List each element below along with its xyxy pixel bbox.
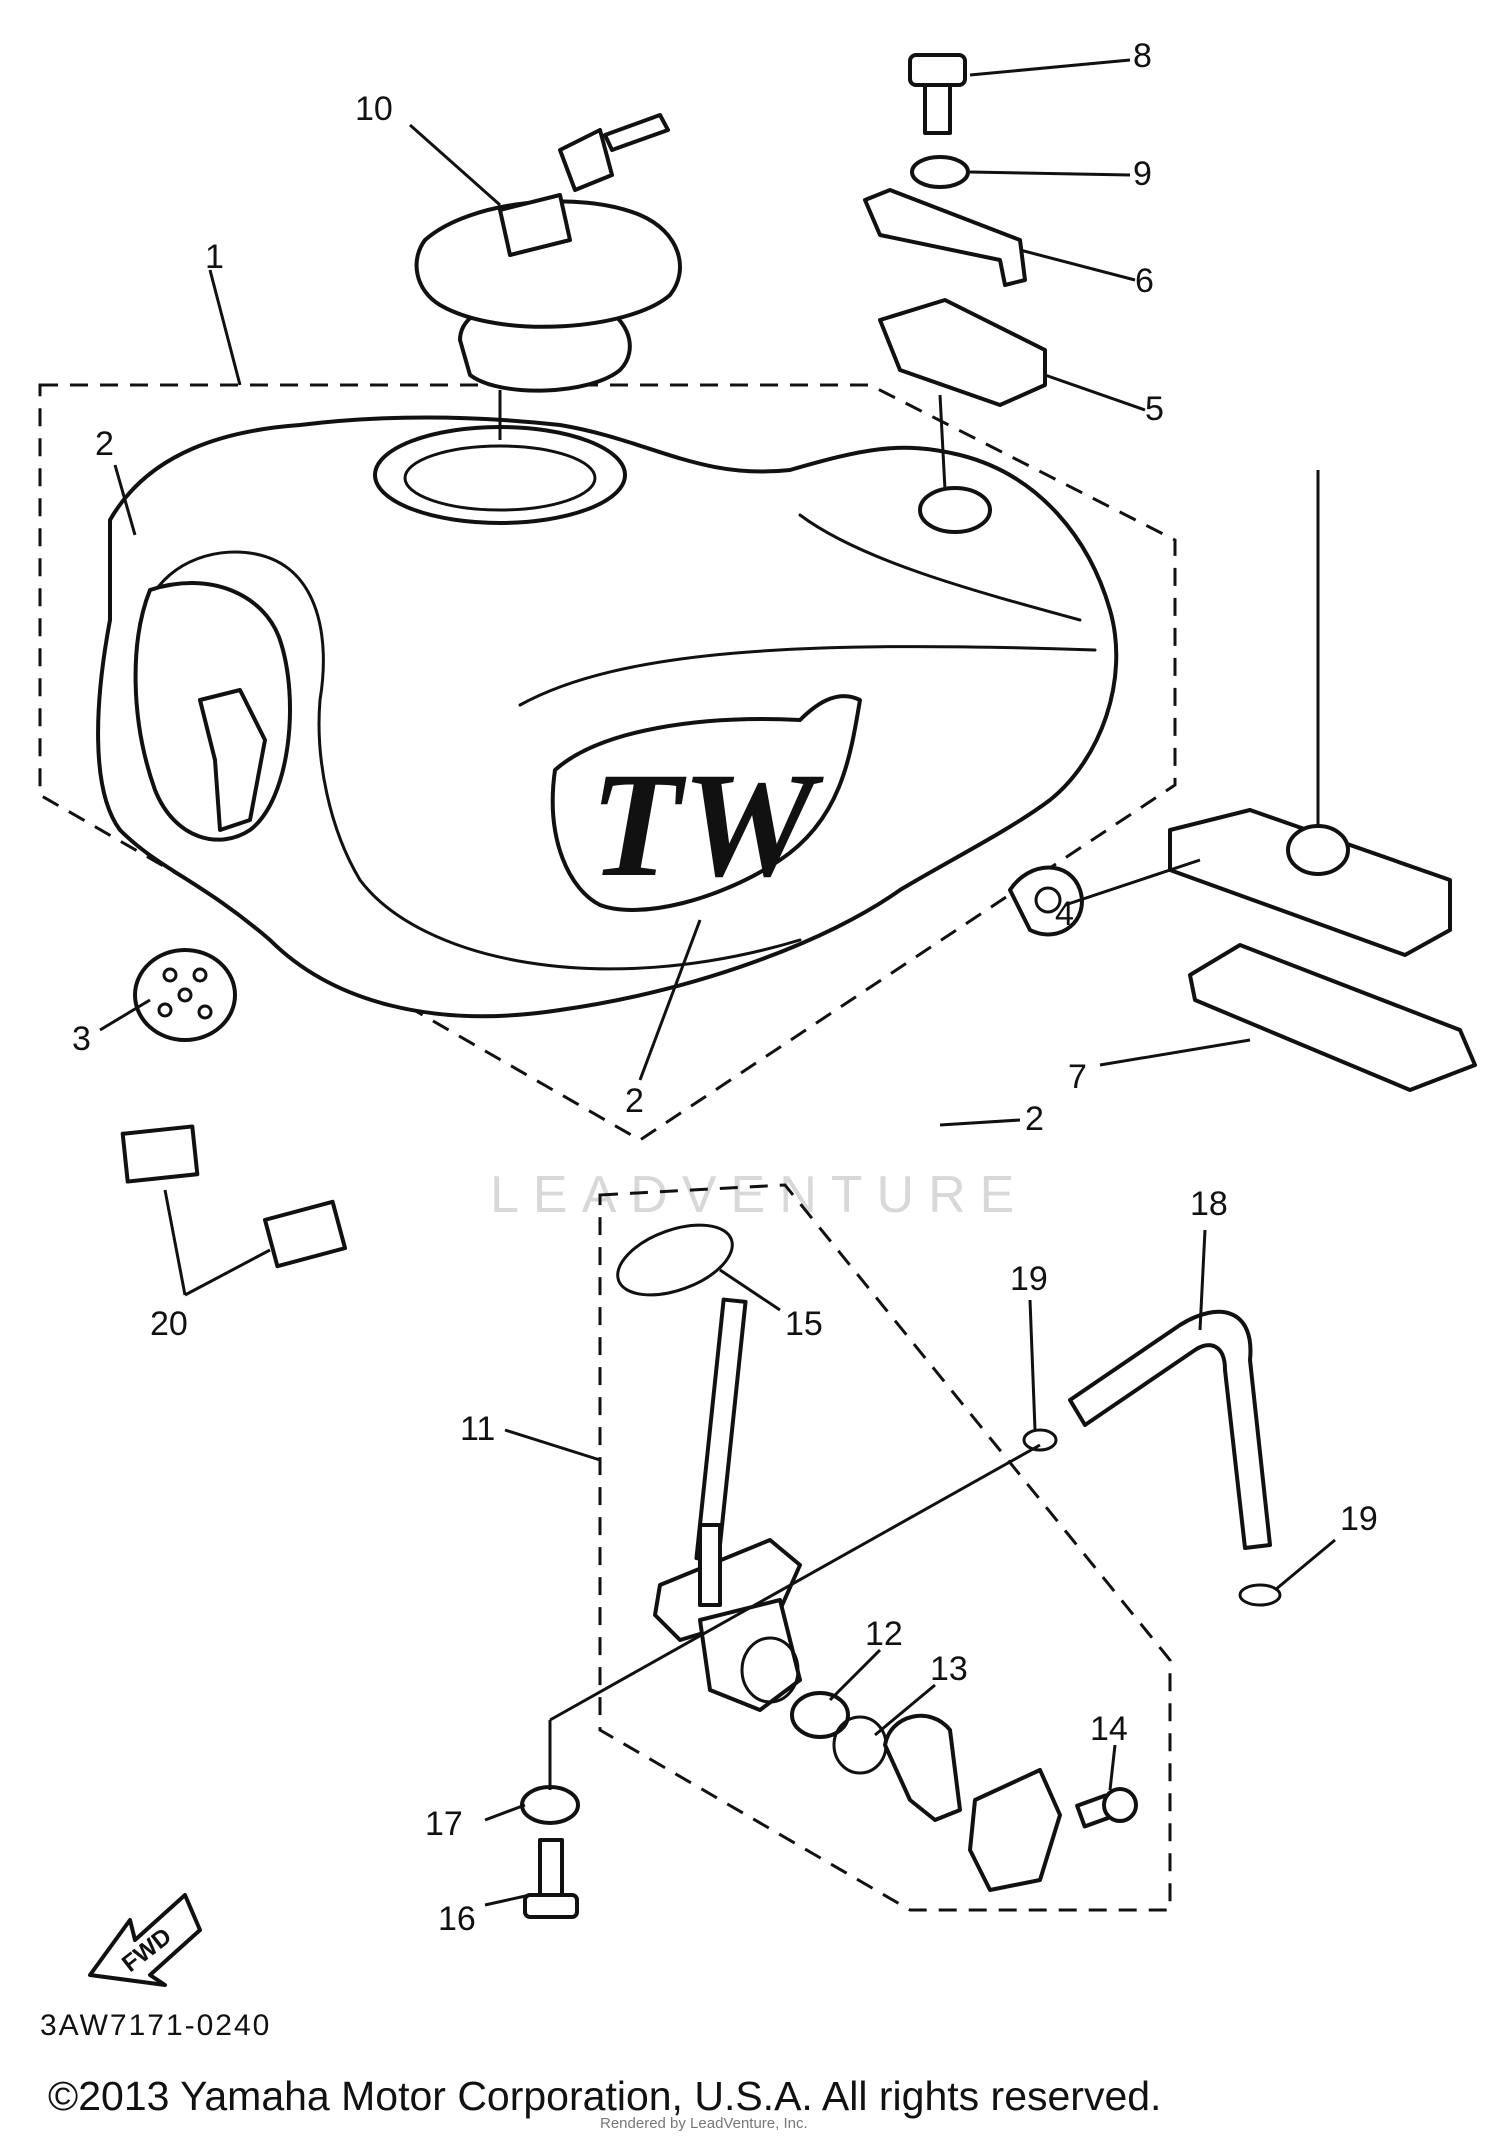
tw-decal: TW: [550, 694, 862, 912]
callout-14: 14: [1090, 1710, 1128, 1748]
part-5-damper: [878, 298, 1047, 407]
plate-grommet: [1286, 824, 1350, 876]
callout-17: 17: [425, 1805, 463, 1843]
callout-9: 9: [1133, 155, 1152, 193]
fuel-tank: [96, 415, 1119, 1019]
callout-8: 8: [1133, 37, 1152, 75]
part-18-fuel-hose: [1068, 1309, 1272, 1550]
part-20-emblem-a: [120, 1124, 200, 1184]
callout-12: 12: [865, 1615, 903, 1653]
fuel-cock-assembly-outline: [598, 1183, 1172, 1912]
part-20-emblem-b: [262, 1199, 348, 1269]
callout-3: 3: [72, 1020, 91, 1058]
callout-5: 5: [1145, 390, 1164, 428]
callout-7: 7: [1068, 1058, 1087, 1096]
callout-11: 11: [460, 1410, 495, 1448]
rendered-by-credit: Rendered by LeadVenture, Inc.: [600, 2115, 808, 2132]
tank-assembly-outline: [38, 383, 1177, 1142]
part-16-bolt: [523, 1838, 579, 1919]
part-10-fuel-cap: [414, 113, 682, 393]
callout-2-right: 2: [1025, 1100, 1044, 1138]
callout-2-bottom: 2: [625, 1082, 644, 1120]
callout-19-upper: 19: [1010, 1260, 1048, 1298]
callout-15: 15: [785, 1305, 823, 1343]
part-19-clip-upper: [1022, 1428, 1058, 1452]
part-13-o-ring: [832, 1715, 888, 1775]
leader-lines: [99, 58, 1336, 1907]
part-17-washer: [520, 1785, 580, 1825]
part-8-bolt: [908, 53, 967, 135]
part-11-fuel-cock: [653, 1297, 802, 1712]
damper-collar: [918, 486, 992, 534]
callout-4: 4: [1055, 895, 1074, 933]
part-3-grommet: [133, 948, 237, 1042]
part-6-bracket: [863, 188, 1027, 287]
svg-text:TW: TW: [590, 742, 825, 908]
fuel-cock-cover: [968, 1768, 1062, 1892]
watermark: LEADVENTURE: [490, 1166, 1028, 1224]
diagram-code: 3AW7171-0240: [40, 2009, 271, 2042]
callout-2-left: 2: [95, 425, 114, 463]
part-7-pad: [1188, 943, 1477, 1092]
part-19-clip-lower: [1238, 1583, 1282, 1607]
callout-20: 20: [150, 1305, 188, 1343]
part-12-gasket: [790, 1691, 850, 1739]
copyright-notice: ©2013 Yamaha Motor Corporation, U.S.A. A…: [48, 2073, 1161, 2119]
callout-18: 18: [1190, 1185, 1228, 1223]
callout-6: 6: [1135, 262, 1154, 300]
part-9-washer: [910, 155, 970, 189]
callout-19-lower: 19: [1340, 1500, 1378, 1538]
callout-1: 1: [205, 238, 224, 276]
forward-arrow: FWD: [88, 1893, 202, 1987]
fuel-cock-lever: [883, 1713, 962, 1822]
callout-13: 13: [930, 1650, 968, 1688]
part-15-o-ring: [616, 1223, 734, 1297]
part-14-screw: [1075, 1787, 1138, 1829]
callout-16: 16: [438, 1900, 476, 1938]
callout-10: 10: [355, 90, 393, 128]
